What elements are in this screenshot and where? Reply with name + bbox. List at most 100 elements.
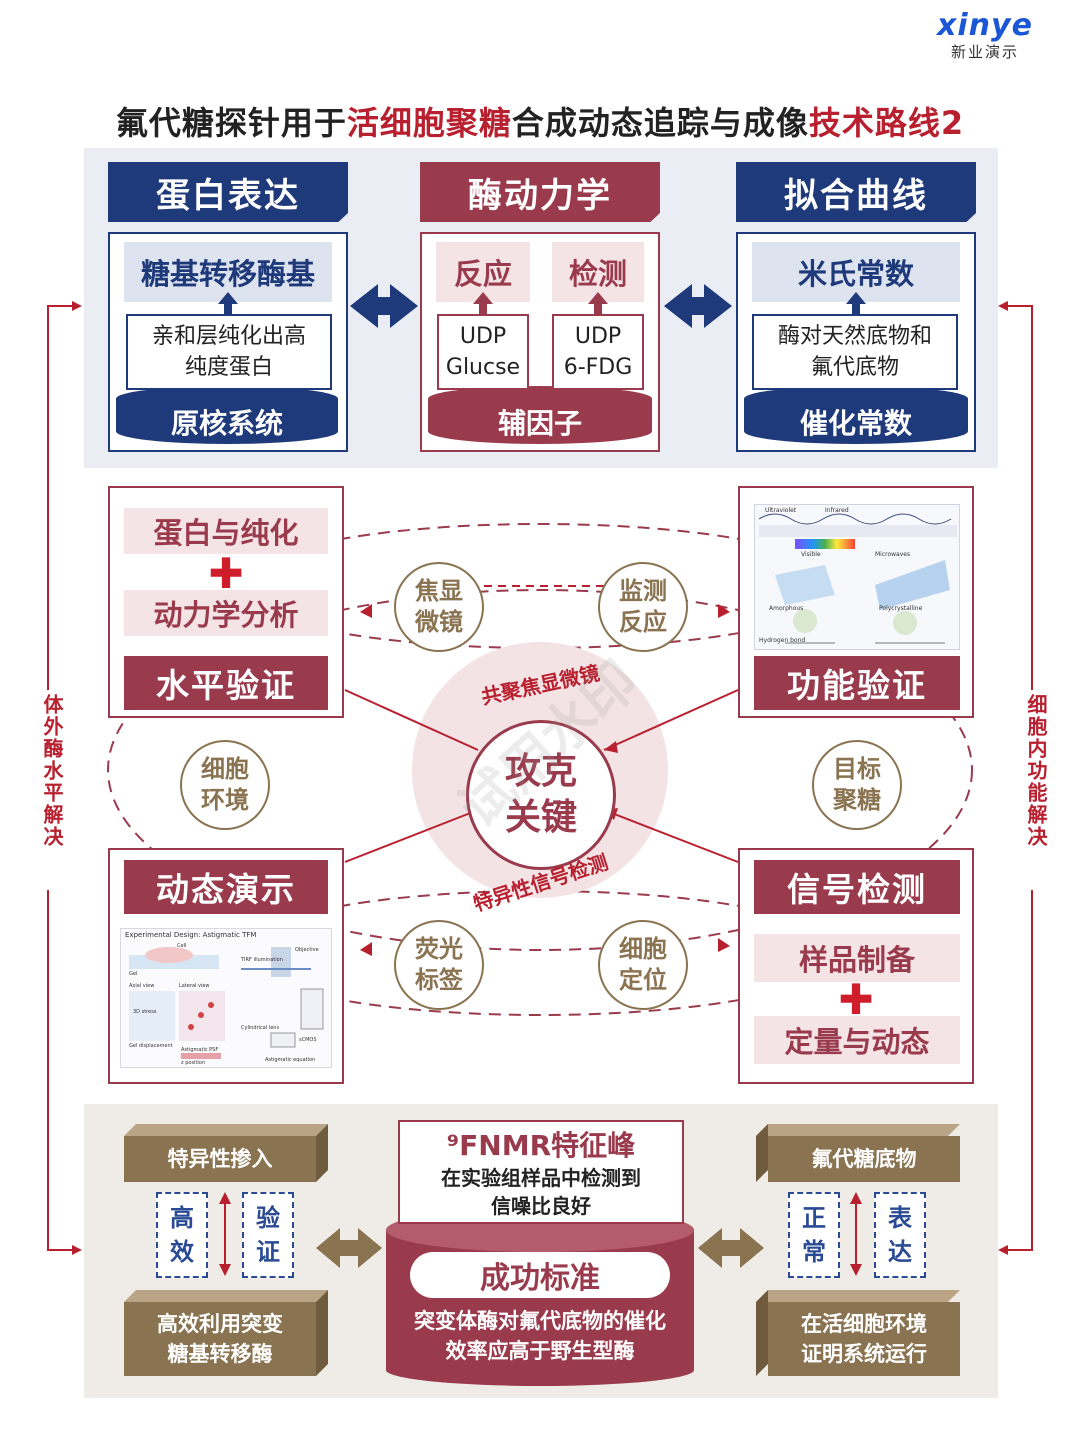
header-curve-fitting: 拟合曲线: [736, 162, 976, 222]
circle-line: 焦显: [415, 577, 463, 605]
side-label-in-cell: 细胞内功能解决: [1020, 690, 1053, 890]
side-label-in-vitro: 体外酶水平解决: [36, 690, 69, 890]
criteria-line: 突变体酶对氟代底物的催化: [414, 1309, 666, 1333]
center-core-key: 攻克 关键: [466, 720, 616, 870]
circle-line: 聚糖: [833, 786, 881, 814]
circle-line: 目标: [833, 755, 881, 783]
box-line: Glucse: [445, 355, 521, 380]
pill-kinetic-analysis: 动力学分析: [124, 590, 328, 636]
fig-label: Polycrystalline: [879, 605, 923, 612]
tag-verification: 验 证: [242, 1192, 294, 1278]
title-part2: 活细胞聚糖: [346, 104, 512, 142]
circle-line: 监测: [619, 577, 667, 605]
label-live-cell-proof: 在活细胞环境 证明系统运行: [768, 1302, 960, 1376]
fig-label: Objective: [295, 947, 319, 953]
tag-char: 达: [888, 1238, 912, 1266]
fig-label: Ultraviolet: [765, 507, 797, 514]
box-line: UDP: [574, 324, 622, 349]
circle-line: 细胞: [201, 755, 249, 783]
banner-level-verification: 水平验证: [124, 656, 328, 710]
banner-dynamic-demo: 动态演示: [124, 860, 328, 914]
title-part3: 合成动态追踪与成像: [511, 104, 809, 142]
fig-label: 3D stress: [133, 1009, 157, 1015]
logo-wordmark: xinye: [937, 8, 1033, 43]
arrowhead-icon: [718, 938, 730, 952]
circle-line: 微镜: [415, 608, 463, 636]
label-line: 糖基转移酶: [167, 1342, 273, 1366]
arrowhead-icon: [360, 942, 372, 956]
double-arrow-icon: [350, 284, 418, 328]
fnmr-sub-line: 在实验组样品中检测到: [441, 1166, 641, 1190]
tag-char: 正: [802, 1204, 826, 1232]
up-arrow-icon: [846, 292, 866, 314]
circle-line: 环境: [201, 786, 249, 814]
double-arrow-icon: [316, 1228, 382, 1268]
box-line: UDP: [459, 324, 507, 349]
fig-label: Gel displacement: [129, 1043, 173, 1049]
fig-label: Cell: [177, 943, 187, 949]
circle-line: 标签: [415, 966, 463, 994]
fig-label: Amorphous: [769, 605, 804, 612]
label-mutant-transferase: 高效利用突变 糖基转移酶: [124, 1302, 316, 1376]
label-line: 在活细胞环境: [801, 1312, 927, 1336]
tag-char: 表: [888, 1204, 912, 1232]
title-part4: 技术路线2: [808, 104, 965, 142]
header-protein-expression: 蛋白表达: [108, 162, 348, 222]
arrowhead-icon: [998, 301, 1008, 311]
fig-label: Visible: [801, 551, 821, 558]
tag-char: 常: [802, 1238, 826, 1266]
fig-label: z position: [181, 1060, 206, 1066]
page-title: 氟代糖探针用于活细胞聚糖合成动态追踪与成像技术路线2: [0, 96, 1080, 146]
arrowhead-icon: [718, 604, 730, 618]
figure-astigmatic-tfm: Experimental Design: Astigmatic TFM Cell…: [120, 928, 332, 1068]
box-line: 纯度蛋白: [184, 355, 273, 380]
fig-label: sCMOS: [299, 1037, 317, 1043]
circle-line: 细胞: [619, 935, 667, 963]
brand-logo: xinye 新业演示: [910, 8, 1060, 68]
up-arrow-icon: [218, 292, 238, 314]
tag-char: 效: [170, 1238, 194, 1266]
tag-high-efficiency: 高 效: [156, 1192, 208, 1278]
banner-function-verification: 功能验证: [754, 656, 960, 710]
box-natural-fluoro-substrate: 酶对天然底物和 氟代底物: [752, 314, 958, 390]
fig-label: Cylindrical lens: [241, 1025, 280, 1031]
fig-title: Experimental Design: Astigmatic TFM: [125, 931, 257, 939]
logo-subtitle: 新业演示: [950, 43, 1019, 61]
center-line: 攻克: [504, 751, 577, 792]
fig-label: Gel: [129, 971, 138, 977]
box-line: 6-FDG: [563, 355, 633, 380]
arrowhead-icon: [604, 741, 618, 753]
fig-label: Infrared: [825, 507, 849, 514]
box-line: 酶对天然底物和: [777, 324, 932, 349]
pill-protein-purification: 蛋白与纯化: [124, 508, 328, 554]
title-part1: 氟代糖探针用于: [115, 104, 347, 142]
header-enzyme-kinetics: 酶动力学: [420, 162, 660, 222]
text-success-criteria: 突变体酶对氟代底物的催化 效率应高于野生型酶: [388, 1304, 692, 1368]
fig-label: TIRF illumination: [241, 957, 283, 963]
pill-glycosyltransferase: 糖基转移酶基: [124, 242, 332, 302]
tag-normal: 正 常: [788, 1192, 840, 1278]
circle-line: 反应: [619, 608, 667, 636]
circle-cell-environment: 细胞 环境: [180, 740, 270, 830]
arrowhead-icon: [360, 604, 372, 618]
box-affinity-purification: 亲和层纯化出高 纯度蛋白: [126, 314, 332, 390]
fig-label: Astigmatic equation: [265, 1057, 316, 1063]
base-prokaryotic-system: 原核系统: [116, 386, 338, 444]
circle-confocal-microscope: 焦显 微镜: [394, 562, 484, 652]
pill-detection: 检测: [552, 242, 644, 302]
arrowhead-icon: [72, 301, 82, 311]
box-fnmr-peak: ⁹FNMR特征峰 在实验组样品中检测到 信噪比良好: [398, 1120, 684, 1224]
fig-label: Hydrogen bond: [759, 637, 806, 644]
fnmr-title: ⁹FNMR特征峰: [446, 1129, 636, 1162]
banner-signal-detection: 信号检测: [754, 860, 960, 914]
tag-expression: 表 达: [874, 1192, 926, 1278]
fig-label: Axial view: [129, 983, 155, 989]
criteria-line: 效率应高于野生型酶: [445, 1339, 635, 1363]
pill-sample-preparation: 样品制备: [754, 934, 960, 982]
fnmr-sub-line: 信噪比良好: [491, 1194, 591, 1218]
box-udp-6fdg: UDP 6-FDG: [552, 314, 644, 390]
fig-label: Lateral view: [179, 983, 210, 989]
fig-label: Microwaves: [875, 551, 911, 558]
circle-line: 荧光: [415, 935, 463, 963]
